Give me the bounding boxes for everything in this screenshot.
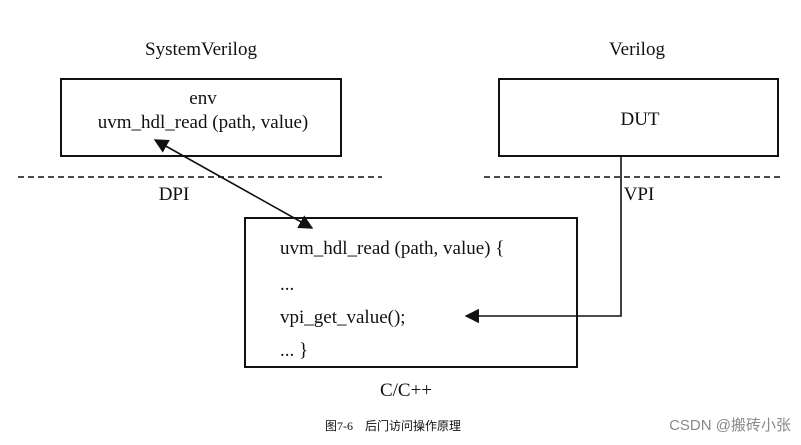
dut-box: DUT xyxy=(498,78,779,157)
systemverilog-label: SystemVerilog xyxy=(145,39,257,60)
c-cpp-label: C/C++ xyxy=(379,380,433,401)
dut-label: DUT xyxy=(620,109,660,130)
c-vpi-get-value-call: vpi_get_value(); xyxy=(280,307,406,328)
env-label: env xyxy=(189,88,217,109)
figure-caption: 图7-6 后门访问操作原理 xyxy=(325,419,461,433)
c-uvm-hdl-read-signature: uvm_hdl_read (path, value) { xyxy=(280,238,505,259)
env-uvm-hdl-read-call: uvm_hdl_read (path, value) xyxy=(97,112,309,133)
dpi-bidirectional-arrow xyxy=(153,139,314,229)
verilog-label: Verilog xyxy=(609,39,665,60)
c-ellipsis-line: ... xyxy=(280,274,295,295)
dpi-label: DPI xyxy=(158,184,190,205)
c-code-box: uvm_hdl_read (path, value) { ... vpi_get… xyxy=(244,217,578,368)
vpi-label: VPI xyxy=(623,184,655,205)
c-closing-line: ... } xyxy=(280,340,309,361)
vpi-arrow-path xyxy=(464,157,622,324)
csdn-watermark: CSDN @搬砖小张 xyxy=(669,417,791,434)
